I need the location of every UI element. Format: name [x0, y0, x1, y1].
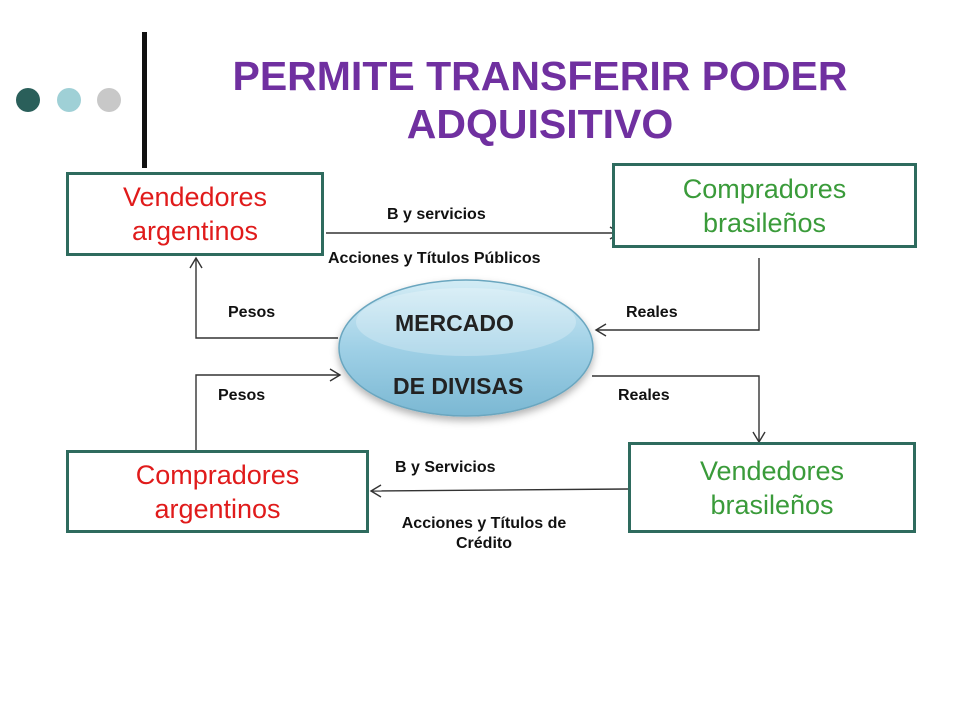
- title-divider: [142, 32, 147, 168]
- flow-label-assets-top: Acciones y Títulos Públicos: [328, 250, 541, 267]
- flow-label-goods-top: B y servicios: [387, 206, 486, 223]
- box-buyers-argentina: Compradores argentinos: [66, 450, 369, 533]
- arrow-reales-top: [596, 258, 760, 331]
- market-label-line1: MERCADO: [395, 310, 514, 336]
- flow-label-reales-top: Reales: [626, 304, 678, 321]
- arrowhead-reales-top: [594, 323, 607, 337]
- flow-label-pesos-top: Pesos: [228, 304, 276, 321]
- currency-market-highlight: [356, 288, 576, 356]
- arrowhead-goods-bottom: [369, 484, 382, 498]
- slide-title: PERMITE TRANSFERIR PODER ADQUISITIVO: [232, 53, 848, 147]
- arrowhead-pesos-top: [189, 256, 203, 269]
- arrowhead-pesos-bottom: [329, 368, 342, 382]
- box-label: Compradores argentinos: [135, 459, 300, 524]
- arrow-pesos-top: [195, 258, 338, 339]
- flow-label-assets-bottom: Acciones y Títulos de Crédito: [401, 515, 567, 552]
- box-sellers-brazil: Vendedores brasileños: [628, 442, 916, 533]
- flow-label-pesos-bottom: Pesos: [218, 387, 266, 404]
- arrow-reales-bottom: [592, 375, 760, 442]
- arrow-goods-bottom: [370, 488, 629, 492]
- box-buyers-brazil: Compradores brasileños: [612, 163, 917, 248]
- market-label-line2: DE DIVISAS: [393, 373, 524, 399]
- decor-dot-gray: [97, 88, 121, 112]
- flow-label-reales-bottom: Reales: [618, 387, 670, 404]
- decor-dot-dark: [16, 88, 40, 112]
- box-label: Vendedores brasileños: [699, 455, 845, 520]
- flow-label-goods-bottom: B y Servicios: [395, 459, 496, 476]
- decor-dot-light: [57, 88, 81, 112]
- box-sellers-argentina: Vendedores argentinos: [66, 172, 324, 256]
- currency-market-ellipse: [338, 279, 594, 417]
- arrow-pesos-bottom: [195, 374, 340, 450]
- box-label: Vendedores argentinos: [122, 182, 268, 246]
- box-label: Compradores brasileños: [682, 173, 847, 238]
